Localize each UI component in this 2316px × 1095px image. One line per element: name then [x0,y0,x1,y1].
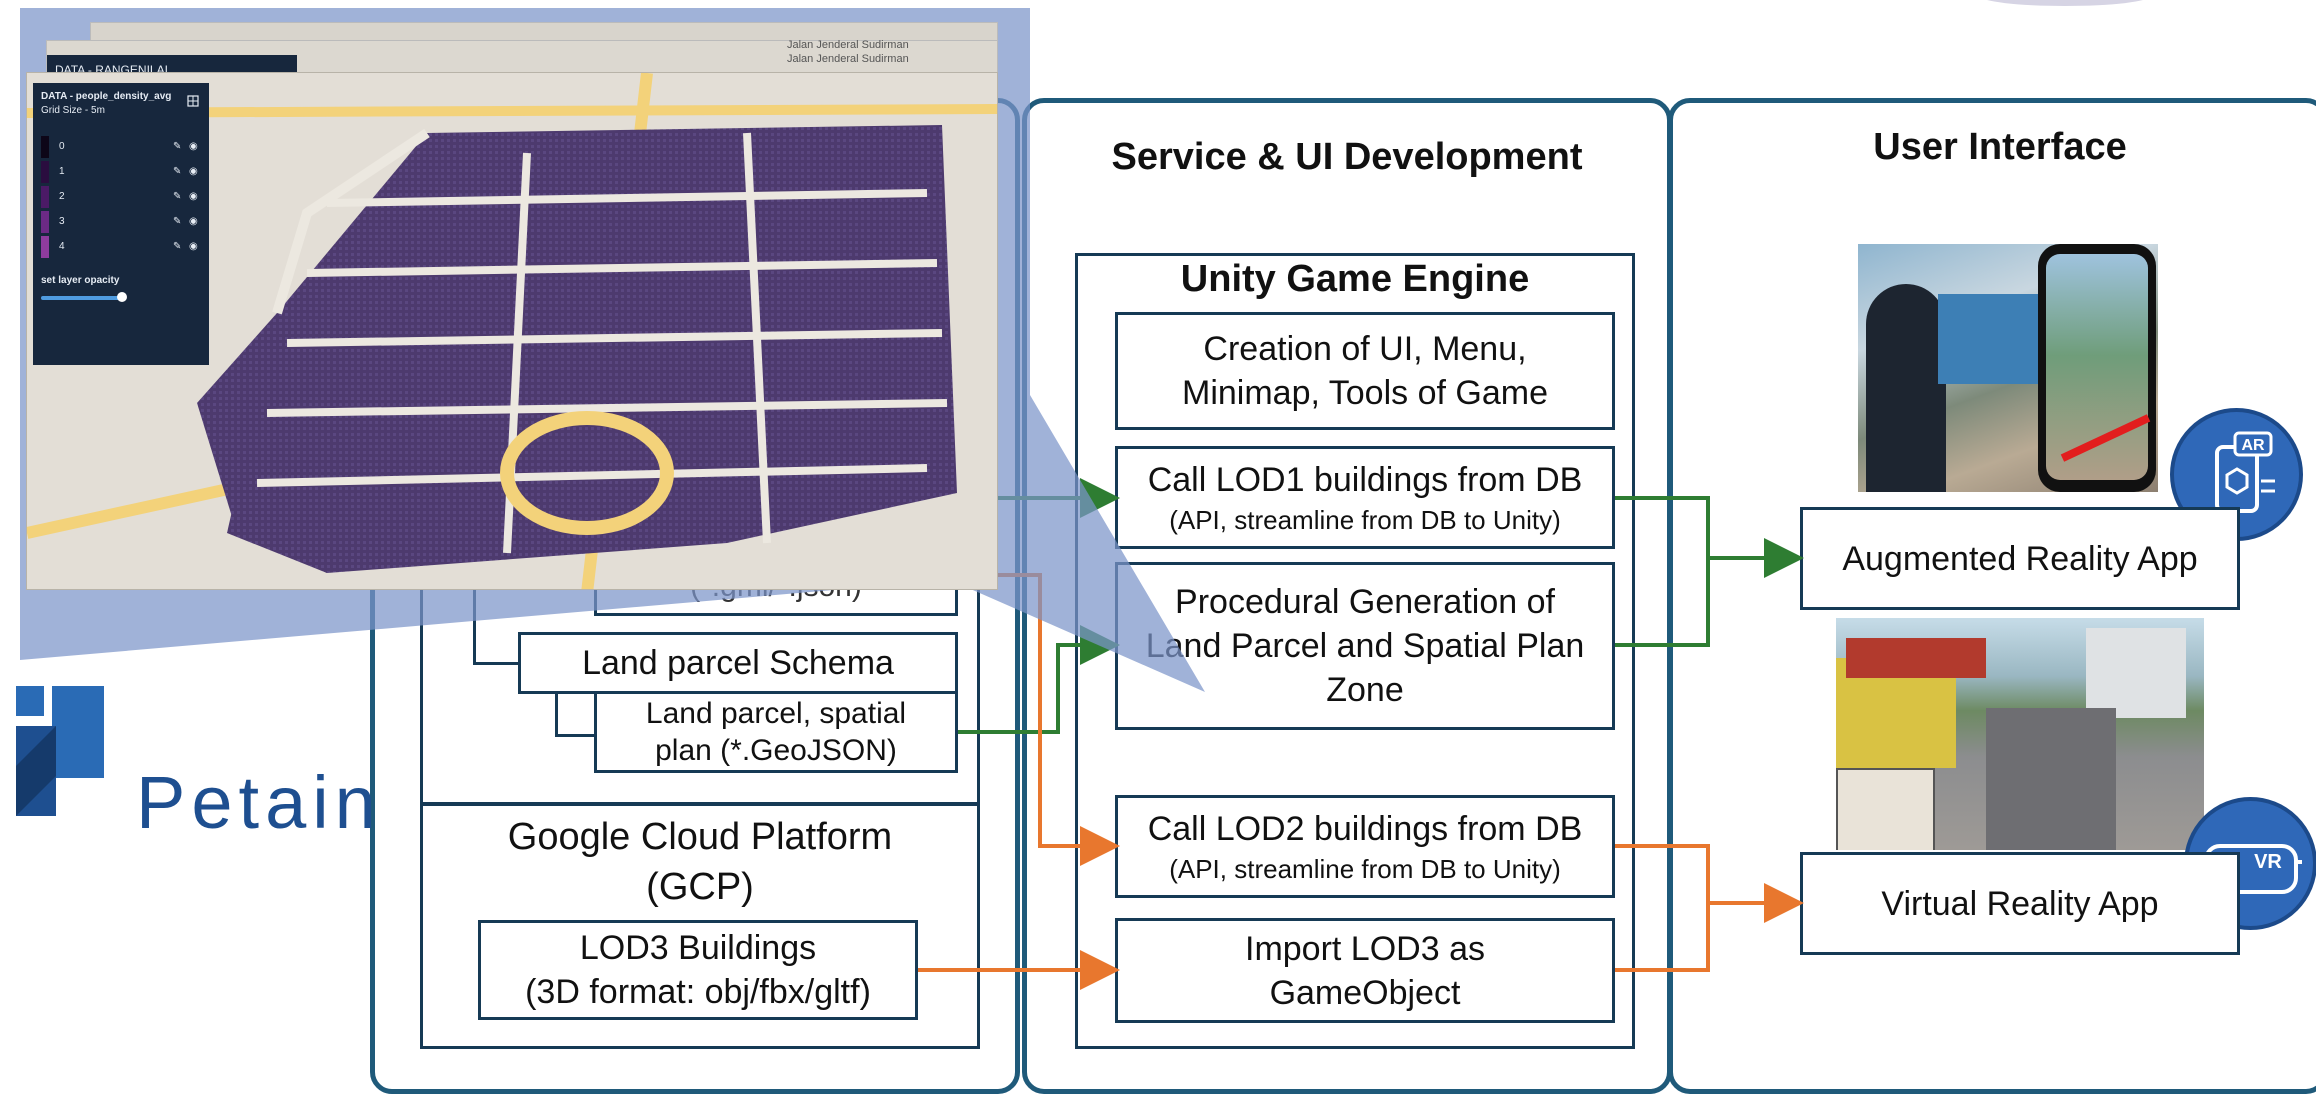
top-right-decoration [1980,0,2150,6]
map-legend: 0 ✎ ◉ 1 ✎ ◉ 2 ✎ ◉ 3 ✎ ◉ 4 ✎ ◉ [41,134,201,259]
eye-icon[interactable]: ◉ [189,141,198,152]
procedural-line1: Procedural Generation of [1175,583,1555,621]
gcp-title-line2: (GCP) [646,866,754,908]
gcp-frame [420,803,980,1049]
unity-engine-title: Unity Game Engine [1180,258,1530,300]
grid-icon [187,95,199,107]
ar-photo [1858,244,2158,492]
ar-photo-person [1866,284,1946,492]
opacity-slider-handle[interactable] [117,292,127,302]
call-lod1-box: Call LOD1 buildings from DB (API, stream… [1115,446,1615,549]
call-lod1-sub: (API, streamline from DB to Unity) [1169,504,1561,535]
map-road-label-1: Jalan Jenderal Sudirman [787,39,909,51]
arrow-lod2-to-vr [1615,844,1804,923]
ar-glasses-icon: AR [2214,431,2275,513]
tree-line-horizontal [473,662,520,665]
ui-menu-line2: Minimap, Tools of Game [1182,374,1548,412]
land-parcel-file-box: Land parcel, spatial plan (*.GeoJSON) [594,691,958,773]
ui-menu-box: Creation of UI, Menu, Minimap, Tools of … [1115,312,1615,430]
arrow-lod1-to-ar [1615,496,1804,578]
arrow-import-to-vr [1615,903,1710,972]
eye-icon[interactable]: ◉ [189,216,198,227]
lod3-buildings-line2: (3D format: obj/fbx/gltf) [525,973,871,1011]
vr-badge-text: VR [2254,851,2282,873]
legend-swatch [41,185,49,208]
map-layer-panel: DATA - people_density_avg Grid Size - 5m… [33,83,209,365]
edit-icon[interactable]: ✎ [173,216,182,227]
legend-row: 0 ✎ ◉ [41,134,201,159]
legend-label: 4 [59,241,65,252]
edit-icon[interactable]: ✎ [173,141,182,152]
arrow-landparcel-to-procedural [958,625,1120,734]
map-grid-size: Grid Size - 5m [41,105,105,116]
tree-line-vertical [473,590,476,664]
edit-icon[interactable]: ✎ [173,166,182,177]
import-lod3-box: Import LOD3 as GameObject [1115,918,1615,1023]
land-parcel-file-line2: plan (*.GeoJSON) [655,734,897,767]
legend-label: 0 [59,141,65,152]
legend-label: 1 [59,166,65,177]
vr-screenshot [1836,618,2204,850]
edit-icon[interactable]: ✎ [173,241,182,252]
vr-road [1986,708,2116,850]
tree-line-horizontal-2 [555,734,595,737]
ar-badge-text: AR [2241,437,2265,454]
land-parcel-file-line1: Land parcel, spatial [645,697,907,730]
edit-icon[interactable]: ✎ [173,191,182,202]
import-lod3-line2: GameObject [1269,973,1461,1012]
map-road-label-2: Jalan Jenderal Sudirman [787,53,909,65]
vr-house-roof [1846,638,1986,678]
opacity-label: set layer opacity [41,275,120,286]
gcp-title-line1: Google Cloud Platform [507,816,893,858]
call-lod2-sub: (API, streamline from DB to Unity) [1169,853,1561,884]
lod3-buildings-box: LOD3 Buildings (3D format: obj/fbx/gltf) [478,920,918,1020]
map-blocks [27,73,997,589]
ui-column-frame [1668,98,2316,1094]
call-lod2-line1: Call LOD2 buildings from DB [1147,809,1583,848]
petain-logo-icon [16,686,104,816]
import-lod3-line1: Import LOD3 as [1245,929,1485,968]
lod3-buildings-line1: LOD3 Buildings [579,929,817,967]
land-parcel-schema-label: Land parcel Schema [582,644,894,682]
legend-row: 1 ✎ ◉ [41,159,201,184]
legend-label: 2 [59,191,65,202]
eye-icon[interactable]: ◉ [189,241,198,252]
land-parcel-schema-box: Land parcel Schema [518,632,958,694]
vr-app-box: Virtual Reality App [1800,852,2240,955]
ar-app-box: Augmented Reality App [1800,507,2240,610]
unity-engine-frame [1075,253,1635,1049]
vr-house-2 [2086,628,2186,718]
tree-line-vertical-2 [555,693,558,736]
vr-app-label: Virtual Reality App [1881,884,2159,923]
legend-swatch [41,160,49,183]
vr-player-inset [1836,768,1935,850]
ar-phone [2038,244,2156,492]
legend-label: 3 [59,216,65,227]
ar-app-label: Augmented Reality App [1842,539,2198,578]
procedural-line3: Zone [1326,671,1404,709]
eye-icon[interactable]: ◉ [189,191,198,202]
arrow-procedural-to-ar [1615,558,1710,647]
ui-column-title: User Interface [1873,126,2127,168]
legend-swatch [41,235,49,258]
service-column-title: Service & UI Development [1111,136,1583,178]
legend-swatch [41,135,49,158]
ui-menu-line1: Creation of UI, Menu, [1203,330,1527,368]
procedural-line2: Land Parcel and Spatial Plan [1145,627,1585,665]
map-panel-title: DATA - people_density_avg [41,91,172,102]
opacity-slider[interactable] [41,292,127,302]
call-lod1-line1: Call LOD1 buildings from DB [1147,460,1583,499]
petain-logo-text: Petain [136,761,382,844]
call-lod2-box: Call LOD2 buildings from DB (API, stream… [1115,795,1615,898]
legend-swatch [41,210,49,233]
map-main: DATA - people_density_avg Grid Size - 5m… [26,72,998,590]
legend-row: 2 ✎ ◉ [41,184,201,209]
legend-row: 4 ✎ ◉ [41,234,201,259]
legend-row: 3 ✎ ◉ [41,209,201,234]
eye-icon[interactable]: ◉ [189,166,198,177]
